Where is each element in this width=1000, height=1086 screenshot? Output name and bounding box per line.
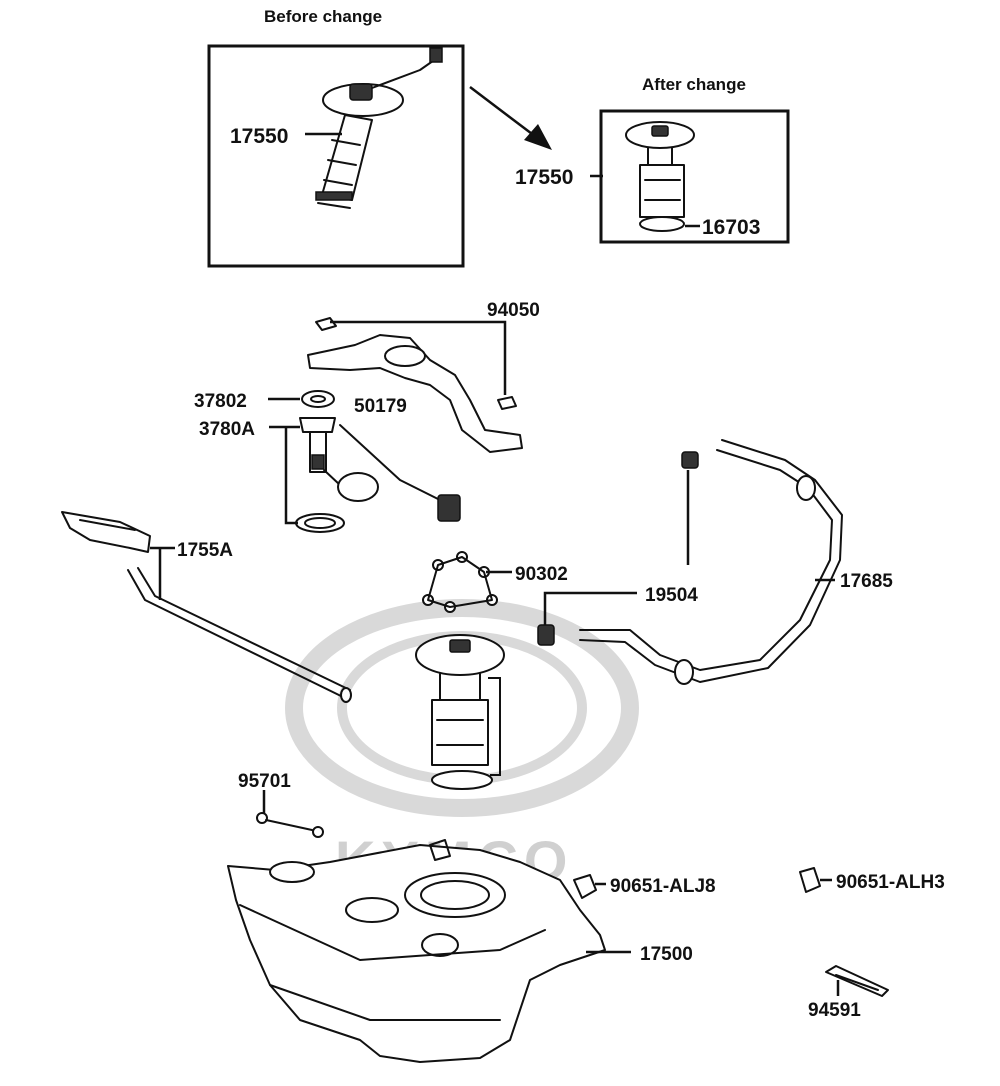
before-change-caption: Before change [264,7,382,26]
after-change-panel: After change 17550 16703 [515,75,790,244]
label-plate-94591 [825,965,889,997]
label-90651-alh3: 90651-ALH3 [836,872,945,893]
label-17550-after: 17550 [515,166,573,189]
leader-3780A [269,425,300,525]
bolt-set-95701 [256,812,324,838]
fuel-hose-17685 [537,439,843,685]
new-fuel-pump-drawing [625,121,695,232]
change-arrow [469,86,552,150]
main-fuel-pump [415,634,505,790]
fuel-sender-assembly [295,390,461,533]
label-37802: 37802 [194,391,247,412]
clip-90651-alj8 [573,874,597,899]
bolt-set-90302 [422,551,498,613]
bracket-assembly [307,317,523,453]
after-change-caption: After change [642,75,746,94]
label-94591: 94591 [808,1000,861,1021]
label-94050: 94050 [487,300,540,321]
label-50179: 50179 [354,396,407,417]
label-17500: 17500 [640,944,693,965]
label-17685: 17685 [840,571,893,592]
fuel-tank [227,839,606,1063]
label-1755A: 1755A [177,540,233,561]
before-change-panel: Before change 17550 [207,7,465,268]
label-19504: 19504 [645,585,698,606]
before-change-box [207,44,465,268]
label-90302: 90302 [515,564,568,585]
clip-90651-alh3 [799,867,821,893]
breather-tube-assembly [61,511,352,703]
leader-1755A [150,546,175,600]
label-90651-alj8: 90651-ALJ8 [610,876,716,897]
leader-19504-b [543,591,637,625]
leader-94050 [330,320,507,395]
old-fuel-pump-drawing [315,47,443,209]
label-17550-before: 17550 [230,125,288,148]
label-16703: 16703 [702,216,760,239]
label-95701: 95701 [238,771,291,792]
label-3780A: 3780A [199,419,255,440]
